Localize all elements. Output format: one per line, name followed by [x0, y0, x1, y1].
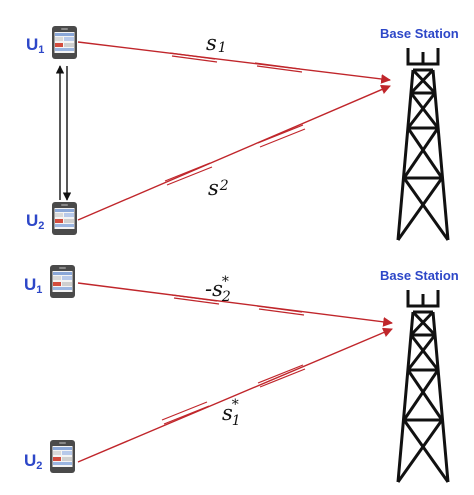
bottom-user1-label: U1: [24, 275, 42, 296]
top-link-user2-to-bs: [77, 84, 391, 221]
mobile-phone-icon: [52, 202, 77, 235]
bottom-base-station-label: Base Station: [380, 268, 459, 283]
bottom-signal-streaks: [161, 294, 306, 425]
top-panel: U1 U2: [26, 26, 459, 241]
top-base-station-label: Base Station: [380, 26, 459, 41]
bottom-panel: U1 U2: [24, 265, 459, 483]
top-base-station-tower: [396, 48, 450, 241]
top-user1-label: U1: [26, 35, 44, 56]
bottom-link-user1-to-bs: [77, 282, 393, 327]
bottom-signal-neg-s2-conj: -s*2: [205, 274, 231, 305]
bottom-base-station-tower: [396, 290, 450, 483]
top-link-user1-to-bs: [77, 41, 391, 84]
top-signal-s1: s1: [206, 31, 227, 56]
bottom-user2-label: U2: [24, 451, 42, 472]
mobile-phone-icon: [50, 440, 75, 473]
top-signal-streaks: [164, 52, 306, 186]
top-signal-s2: s2: [208, 176, 229, 200]
bottom-user2-phone: [50, 440, 75, 473]
top-user2-phone: [52, 202, 77, 235]
top-user2-label: U2: [26, 211, 44, 232]
base-station-tower-icon: [396, 290, 450, 483]
bottom-signal-s1-conj: s*1: [222, 397, 241, 429]
top-user1-phone: [52, 26, 77, 59]
mobile-phone-icon: [50, 265, 75, 298]
base-station-tower-icon: [396, 48, 450, 241]
bottom-link-user2-to-bs: [77, 327, 393, 463]
mobile-phone-icon: [52, 26, 77, 59]
bottom-user1-phone: [50, 265, 75, 298]
cooperation-link: [55, 65, 72, 201]
